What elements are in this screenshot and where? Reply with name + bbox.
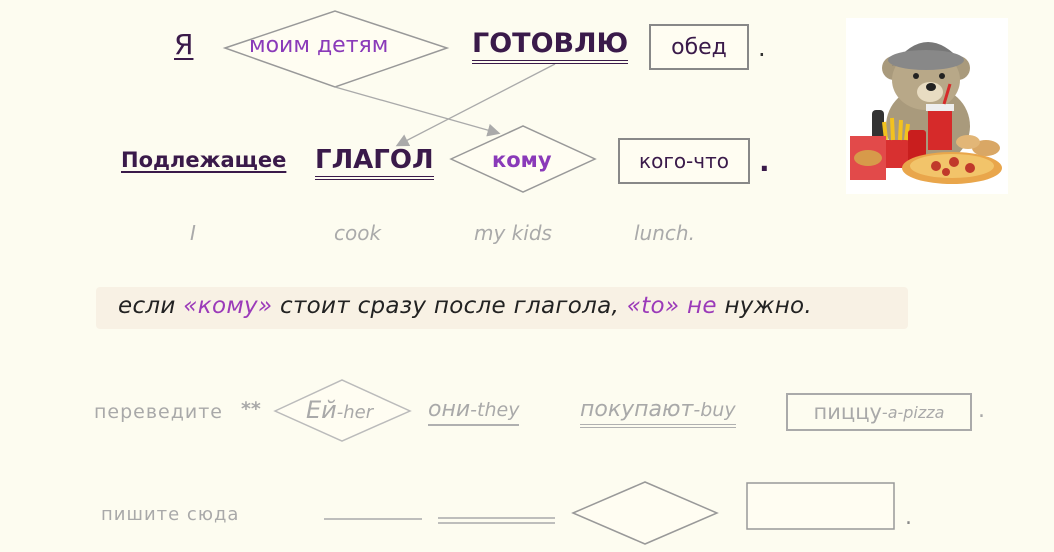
- translation-direct-object: lunch.: [634, 221, 695, 245]
- answer-period: .: [905, 505, 912, 530]
- scheme-direct-object: кого-что: [639, 149, 729, 173]
- exercise-verb-en: -buy: [693, 399, 736, 421]
- rule-highlight-ne: не: [687, 293, 717, 319]
- example-direct-object: обед: [671, 34, 727, 60]
- example-indirect-object: моим детям: [249, 33, 389, 58]
- scheme-direct-object-box: кого-что: [618, 138, 750, 184]
- exercise-verb-ru: покупают: [580, 397, 694, 422]
- answer-indirect-object-diamond[interactable]: [571, 481, 719, 545]
- diamond-indirect-object: [222, 10, 450, 88]
- scheme-indirect-object: кому: [492, 148, 552, 172]
- exercise-indirect-object: Ей-her: [306, 396, 373, 424]
- rule-highlight-komu: «кому»: [183, 293, 273, 319]
- exercise-period: .: [978, 398, 985, 423]
- answer-direct-object-box[interactable]: [746, 482, 895, 530]
- exercise-object-ru: пиццу: [813, 400, 882, 424]
- translation-subject: I: [190, 221, 196, 245]
- rule-part-3: стоит сразу после глагола,: [272, 293, 627, 319]
- exercise-subject-en: -they: [470, 399, 520, 421]
- exercise-indirect-object-ru: Ей: [306, 396, 337, 424]
- rule-banner: [96, 287, 908, 329]
- scheme-subject: Подлежащее: [121, 148, 287, 172]
- rule-text: если «кому» стоит сразу после глагола, «…: [118, 293, 812, 319]
- rule-part-1: если: [118, 293, 184, 319]
- bear-with-fast-food-icon: [846, 18, 1008, 194]
- exercise-object-en: -a-pizza: [881, 402, 945, 422]
- answer-prompt: пишите сюда: [101, 504, 240, 525]
- exercise-subject: они-they: [428, 397, 520, 426]
- exercise-prompt: переведите: [94, 401, 223, 423]
- rule-highlight-to: «to»: [626, 293, 680, 319]
- diamond-exercise-indirect-object: [273, 379, 412, 442]
- arrow-to-indirect-object: [395, 63, 556, 147]
- scheme-period: .: [759, 145, 770, 178]
- rule-part-7: нужно.: [716, 293, 813, 319]
- exercise-stars: **: [241, 398, 261, 420]
- example-verb: ГОТОВЛЮ: [472, 29, 629, 64]
- example-direct-object-box: обед: [649, 24, 749, 70]
- diamond-scheme-indirect-object: [449, 125, 597, 193]
- exercise-indirect-object-en: -her: [336, 402, 374, 423]
- translation-verb: cook: [334, 221, 382, 245]
- scheme-verb: ГЛАГОЛ: [315, 145, 434, 180]
- arrow-to-verb: [334, 86, 501, 137]
- exercise-object-box: пиццу-a-pizza: [786, 393, 972, 431]
- exercise-verb: покупают-buy: [580, 397, 736, 428]
- example-period: .: [758, 34, 766, 62]
- example-subject: Я: [174, 28, 194, 61]
- rule-part-5: [679, 293, 687, 319]
- translation-indirect-object: my kids: [474, 221, 552, 245]
- exercise-subject-ru: они: [428, 397, 471, 422]
